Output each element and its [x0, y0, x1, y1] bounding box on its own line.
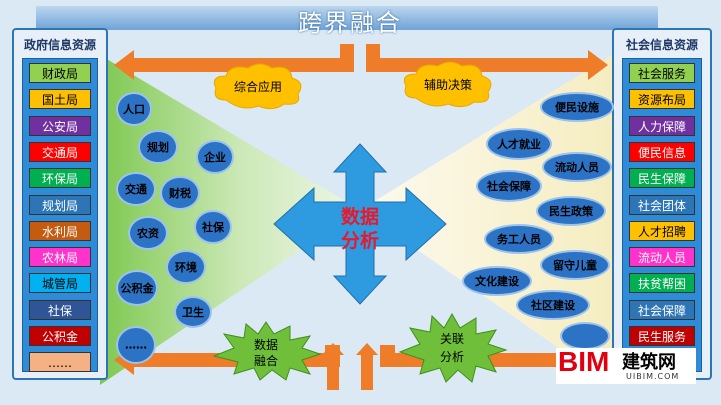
government-resource-item: 公安局	[29, 115, 91, 136]
government-topic-bubble-label: ……	[125, 338, 147, 352]
social-topic-bubble: 人才就业	[486, 128, 552, 160]
page-title: 跨界融合	[298, 9, 402, 37]
government-topic-bubble: 卫生	[174, 296, 212, 328]
social-resource-item: 流动人员	[629, 247, 695, 268]
government-topic-bubble: 规划	[138, 130, 178, 164]
bim-logo-text: BIM	[558, 346, 610, 377]
social-topic-bubble: 文化建设	[462, 266, 532, 296]
government-topic-bubble: 社保	[194, 210, 232, 244]
government-resource-item: 规划局	[29, 194, 91, 215]
government-topic-bubble-label: 财税	[169, 187, 191, 200]
center-label-data: 数据	[340, 206, 379, 228]
government-resource-item: 国土局	[29, 89, 91, 110]
social-topic-bubble-label: 留守儿童	[553, 259, 597, 272]
social-topic-bubble-label: 人才就业	[497, 138, 541, 151]
bim-logo-url: UIBIM.COM	[626, 372, 680, 381]
social-resource-item: 社会服务	[629, 63, 695, 83]
social-panel-title: 社会信息资源	[625, 38, 698, 52]
government-topic-bubble-label: 交通	[125, 183, 147, 196]
correlation-label-1: 关联	[439, 332, 464, 346]
government-resource-item: 社保	[29, 299, 91, 320]
government-resource-item: 公积金	[29, 326, 91, 346]
bim-logo-cn: 建筑网	[622, 352, 676, 373]
social-topic-bubble-label: 便民设施	[555, 101, 599, 114]
social-topic-bubble: 民生政策	[536, 196, 606, 226]
government-topic-bubble-label: 公积金	[120, 282, 154, 295]
social-resource-item: 民生保障	[629, 168, 695, 189]
government-topic-bubble-label: 卫生	[182, 306, 204, 319]
social-topic-bubble: 流动人员	[542, 152, 612, 182]
data-fusion-label-1: 数据	[253, 338, 278, 352]
government-topic-bubble: 环境	[166, 250, 206, 284]
government-topic-bubble: 财税	[160, 176, 200, 210]
social-topic-bubble: 社区建设	[516, 290, 590, 320]
government-list: 财政局国土局公安局交通局环保局规划局水利局农林局城管局社保公积金 ……	[22, 58, 98, 373]
social-topic-bubble-label: 流动人员	[555, 161, 599, 174]
social-topic-bubble-label: 民生政策	[549, 205, 593, 218]
correlation-label-2: 分析	[439, 350, 464, 364]
social-resource-item: 民生服务	[629, 326, 695, 346]
social-resource-item: 便民信息	[629, 141, 695, 162]
social-topic-bubble: 务工人员	[484, 224, 554, 254]
bottom-up-arrow-left	[322, 343, 344, 390]
government-topic-bubble-label: 人口	[123, 103, 145, 116]
social-list: 社会服务资源布局人力保障便民信息民生保障社会团体人才招聘流动人员扶贫帮困社会保障…	[622, 58, 702, 372]
social-resource-item: 人力保障	[629, 115, 695, 136]
data-analysis-cross-arrow	[273, 143, 447, 305]
social-topic-bubble-label: 社会保障	[487, 180, 531, 193]
bottom-right-arrow	[380, 345, 608, 375]
bottom-left-arrow	[114, 345, 340, 375]
social-topic-bubble: 便民设施	[540, 92, 614, 122]
government-topic-bubble: ……	[116, 326, 156, 364]
bim-watermark	[556, 348, 696, 384]
government-topic-bubble-label: 环境	[175, 261, 197, 274]
government-resource-item: 财政局	[29, 63, 91, 83]
government-resource-item: 水利局	[29, 220, 91, 241]
social-topic-bubble-label: 务工人员	[497, 233, 541, 246]
social-topic-bubble: 社会保障	[476, 170, 542, 202]
government-panel-title: 政府信息资源	[23, 38, 96, 52]
social-resource-item: 资源布局	[629, 89, 695, 110]
correlation-analysis-burst	[398, 312, 508, 383]
top-left-arrow	[114, 44, 354, 80]
data-fusion-label-2: 融合	[253, 354, 278, 368]
social-resource-item: 扶贫帮困	[629, 273, 695, 294]
government-topic-bubble: 公积金	[116, 270, 158, 306]
government-resource-item: 城管局	[29, 273, 91, 294]
social-topic-bubble-label: 文化建设	[475, 275, 519, 288]
government-topic-bubble: 农资	[128, 216, 168, 250]
social-topic-bubble-label: 社区建设	[531, 299, 575, 312]
government-resource-item: 交通局	[29, 141, 91, 162]
government-topic-bubble: 人口	[116, 92, 152, 126]
social-resource-item: 社会团体	[629, 194, 695, 215]
data-fusion-burst	[212, 321, 322, 381]
government-topic-bubble-label: 企业	[204, 151, 226, 164]
government-topic-bubble-label: 规划	[147, 141, 169, 154]
social-resource-item: 人才招聘	[629, 220, 695, 241]
title-banner	[36, 6, 658, 30]
government-topic-bubble-label: 农资	[137, 227, 159, 240]
social-resources-panel: 社会信息资源 社会服务资源布局人力保障便民信息民生保障社会团体人才招聘流动人员扶…	[612, 28, 712, 380]
top-right-cloud	[403, 61, 492, 108]
government-resource-item: 农林局	[29, 247, 91, 268]
government-resources-panel: 政府信息资源 财政局国土局公安局交通局环保局规划局水利局农林局城管局社保公积金 ……	[12, 28, 108, 380]
top-left-cloud	[213, 63, 302, 110]
government-resource-item: 环保局	[29, 168, 91, 189]
government-resource-item: ……	[29, 352, 91, 373]
top-left-cloud-label: 综合应用	[233, 80, 282, 94]
government-topic-bubble: 交通	[116, 172, 156, 206]
bottom-up-arrow-right	[356, 343, 378, 390]
center-label-analysis: 分析	[340, 230, 379, 252]
government-topic-bubble-label: 社保	[202, 221, 224, 234]
government-topic-bubble: 企业	[196, 140, 234, 174]
social-topic-bubble: 留守儿童	[540, 250, 610, 280]
social-resource-item: 社会保障	[629, 299, 695, 320]
top-right-cloud-label: 辅助决策	[423, 78, 472, 92]
